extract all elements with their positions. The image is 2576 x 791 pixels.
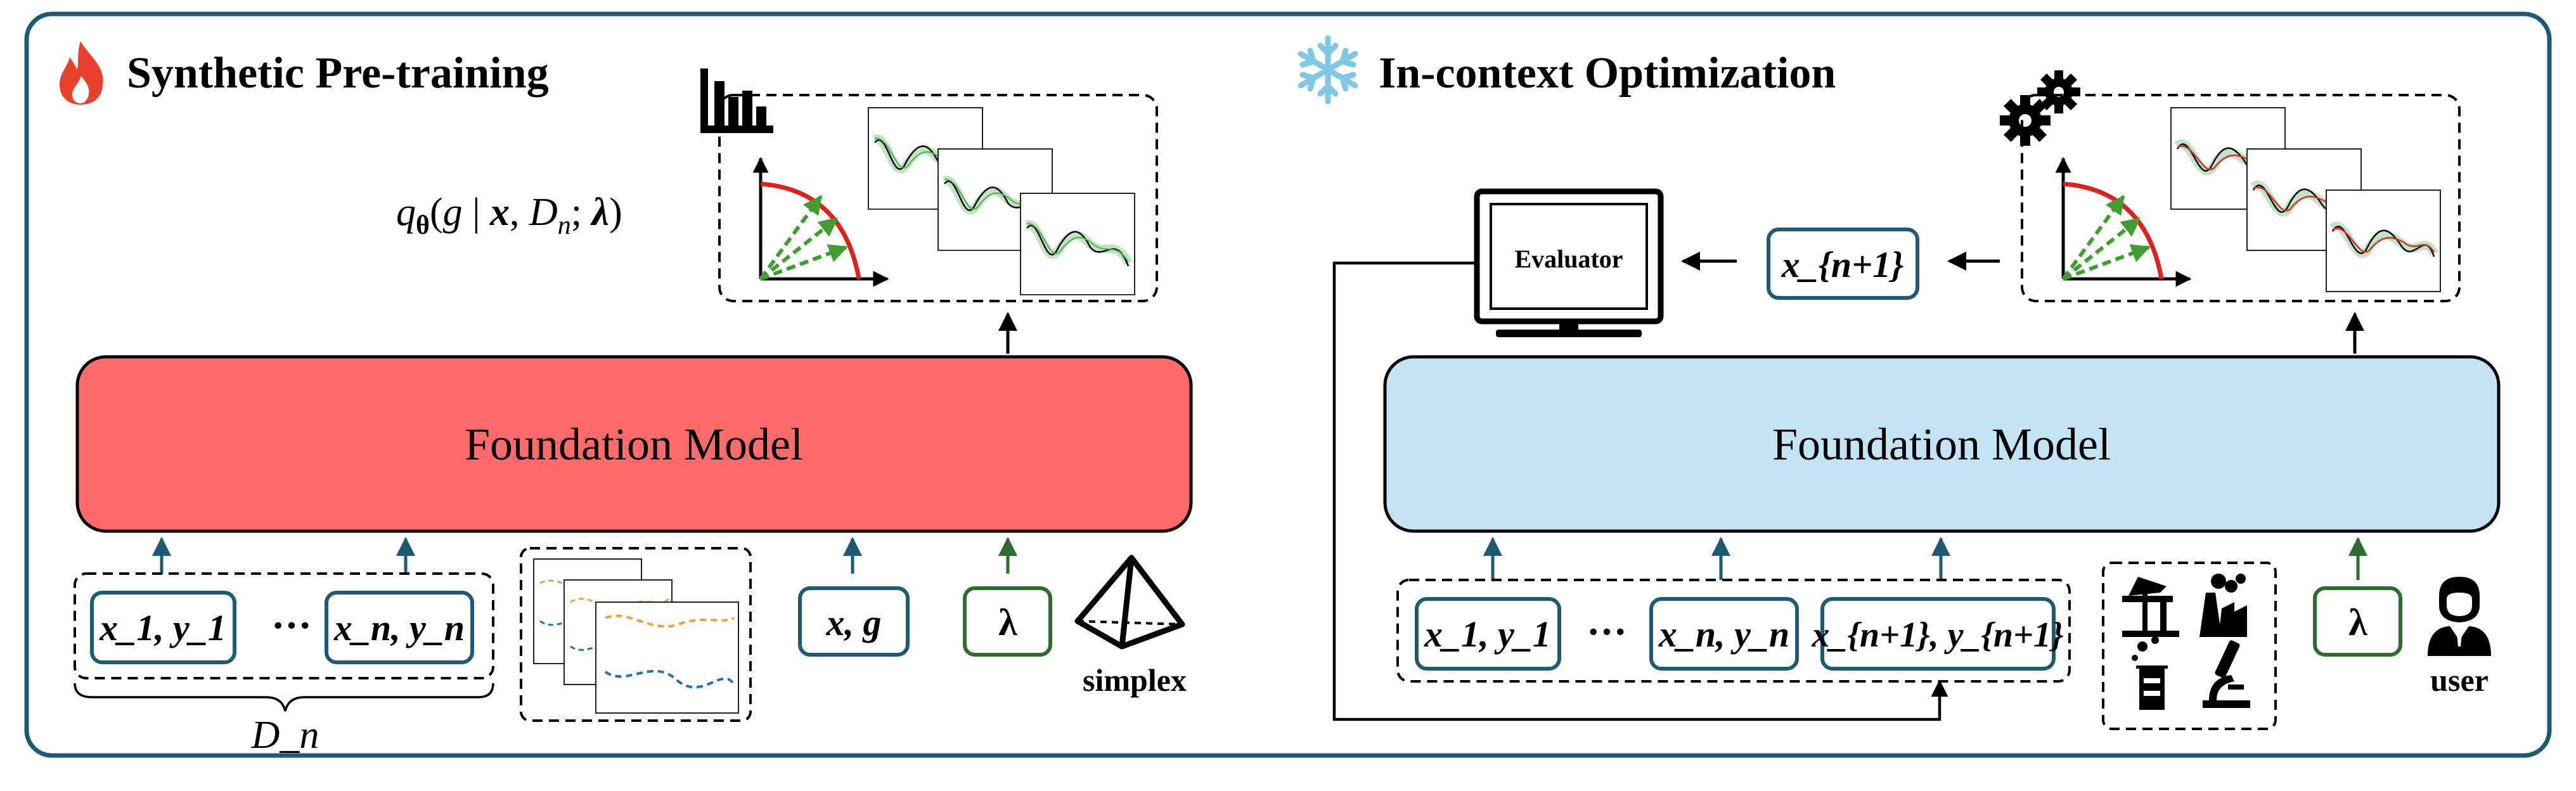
right-token-lambda: [2313, 586, 2402, 657]
left-token-query: [798, 586, 910, 657]
outer-frame: [24, 11, 2552, 758]
right-token-last: [1820, 597, 2056, 671]
right-token-last-label: x_{n+1}, y_{n+1}: [1812, 615, 2064, 655]
dataset-plots-box: [520, 547, 752, 722]
right-token-mid-label: x_n, y_n: [1658, 614, 1789, 655]
right-token-first: [1415, 597, 1561, 671]
left-token-dots: ···: [271, 603, 312, 648]
left-foundation-model: [75, 355, 1193, 533]
left-token-first: [90, 591, 236, 664]
posterior-formula: qθ(g | x, Dn; λ): [396, 191, 622, 240]
right-model-label: Foundation Model: [1772, 419, 2111, 470]
left-panel-title: Synthetic Pre-training: [127, 49, 549, 98]
evaluator-label: Evaluator: [1514, 245, 1623, 273]
right-foundation-model: [1383, 355, 2501, 533]
right-token-dots: ···: [1587, 609, 1627, 654]
right-dataset-box: [1396, 579, 2071, 683]
right-output-box: [2021, 94, 2461, 302]
bar-chart-icon: [700, 68, 773, 133]
oil-pump-icon: [2122, 577, 2179, 637]
left-token-last: [325, 591, 474, 664]
user-icon: [2428, 577, 2491, 656]
dataset-brace: [74, 683, 494, 712]
tetrahedron-icon: [1074, 555, 1185, 650]
evaluator-feedback-line: [1332, 261, 1948, 721]
simplex-label: simplex: [1083, 662, 1187, 698]
snowflake-icon: [1298, 35, 1358, 105]
dataset-label: D_n: [251, 714, 319, 757]
right-token-lambda-label: λ: [2348, 601, 2367, 643]
right-token-first-label: x_1, y_1: [1424, 614, 1551, 655]
left-token-lambda: [963, 586, 1052, 657]
right-panel-title: In-context Optimization: [1379, 49, 1836, 98]
microscope-icon: [2203, 640, 2250, 708]
right-token-mid: [1649, 597, 1799, 671]
left-output-box: [718, 94, 1158, 302]
flame-icon: [60, 41, 103, 105]
left-token-lambda-label: λ: [998, 601, 1017, 643]
left-token-first-label: x_1, y_1: [99, 607, 226, 648]
beaker-icon: [2132, 636, 2168, 710]
dataset-stacked-plots: [533, 558, 739, 714]
factory-icon: [2199, 574, 2247, 637]
monitor-icon: [1474, 188, 1664, 337]
left-token-last-label: x_n, y_n: [333, 607, 465, 648]
left-model-label: Foundation Model: [465, 419, 803, 470]
left-pareto-plot: [752, 157, 889, 287]
next-query-token-label: x_{n+1}: [1781, 244, 1904, 285]
user-label: user: [2430, 662, 2489, 698]
left-token-query-label: x, g: [826, 602, 882, 643]
right-pareto-plot: [2055, 157, 2192, 287]
next-query-token: [1767, 228, 1919, 300]
left-dataset-box: [74, 572, 494, 679]
